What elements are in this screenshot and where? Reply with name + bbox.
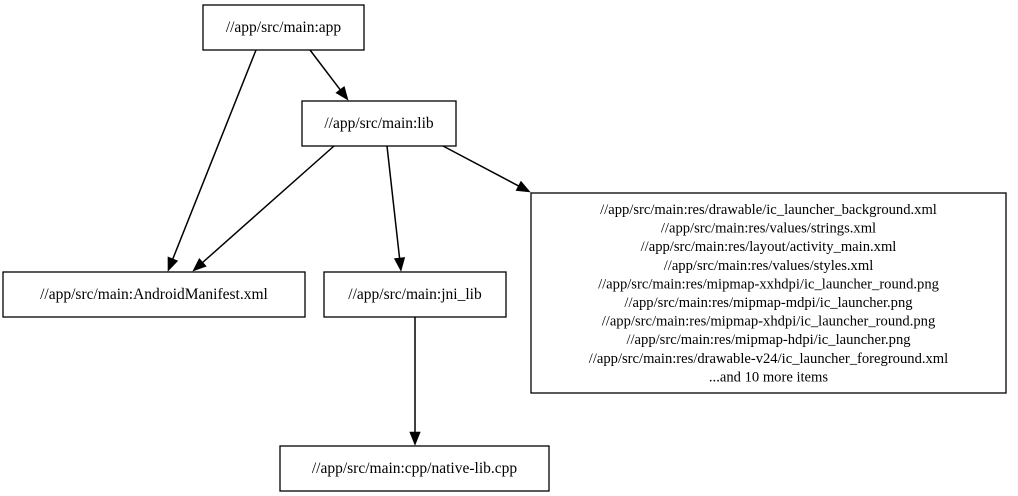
node-label-lib: //app/src/main:lib [324, 115, 434, 132]
edge-arrowhead-icon [515, 180, 531, 193]
node-label-line: //app/src/main:res/values/styles.xml [664, 258, 874, 274]
node-box-jni_lib[interactable] [323, 271, 507, 318]
edge-arrowhead-icon [167, 256, 179, 272]
node-label-app: //app/src/main:app [226, 19, 342, 36]
node-label-jni_lib: //app/src/main:jni_lib [348, 286, 482, 303]
node-box-app[interactable] [202, 4, 365, 51]
node-label-manifest: //app/src/main:AndroidManifest.xml [40, 286, 268, 303]
node-label-line: //app/src/main:res/mipmap-xhdpi/ic_launc… [602, 314, 936, 330]
node-label-line: //app/src/main:res/values/strings.xml [661, 221, 876, 237]
graph-edge-lib-to-manifest [192, 145, 335, 272]
edge-arrowhead-icon [409, 431, 421, 446]
edge-arrowhead-icon [335, 85, 349, 101]
node-label-line: //app/src/main:res/mipmap-hdpi/ic_launch… [626, 332, 911, 348]
graph-node-app[interactable]: //app/src/main:app [202, 4, 365, 51]
graph-node-resources[interactable]: //app/src/main:res/drawable/ic_launcher_… [530, 192, 1007, 394]
node-label-line: //app/src/main:res/drawable-v24/ic_launc… [589, 351, 948, 367]
edge-line [442, 145, 519, 187]
edge-line [202, 145, 335, 263]
node-label-line: //app/src/main:res/mipmap-xxhdpi/ic_laun… [598, 276, 940, 292]
node-label-line: //app/src/main:res/layout/activity_main.… [641, 239, 897, 255]
node-box-lib[interactable] [301, 100, 457, 147]
graph-node-lib[interactable]: //app/src/main:lib [301, 100, 457, 147]
edge-arrowhead-icon [192, 257, 207, 272]
graph-node-manifest[interactable]: //app/src/main:AndroidManifest.xml [2, 271, 306, 318]
node-box-resources[interactable] [530, 192, 1007, 394]
graph-edge-jni-lib-to-native-lib [409, 317, 421, 446]
edge-line [386, 145, 401, 259]
edge-line [172, 49, 257, 260]
node-label-line: ...and 10 more items [709, 369, 828, 385]
graph-edge-lib-to-resources [442, 145, 531, 193]
node-box-manifest[interactable] [2, 271, 306, 318]
graph-edge-lib-to-jni-lib [386, 145, 406, 272]
graph-node-native_lib[interactable]: //app/src/main:cpp/native-lib.cpp [279, 445, 550, 492]
graph-edge-app-to-manifest [167, 49, 257, 272]
nodes-layer: //app/src/main:app //app/src/main:lib //ap… [2, 4, 1007, 492]
graph-node-jni_lib[interactable]: //app/src/main:jni_lib [323, 271, 507, 318]
edge-line [309, 49, 341, 91]
edge-arrowhead-icon [393, 257, 406, 272]
node-label-line: //app/src/main:res/mipmap-mdpi/ic_launch… [624, 295, 913, 311]
edges-layer [167, 49, 531, 446]
node-label-native_lib: //app/src/main:cpp/native-lib.cpp [312, 460, 518, 477]
node-box-native_lib[interactable] [279, 445, 550, 492]
node-label-line: //app/src/main:res/drawable/ic_launcher_… [600, 202, 937, 218]
graph-edge-app-to-lib [309, 49, 349, 101]
